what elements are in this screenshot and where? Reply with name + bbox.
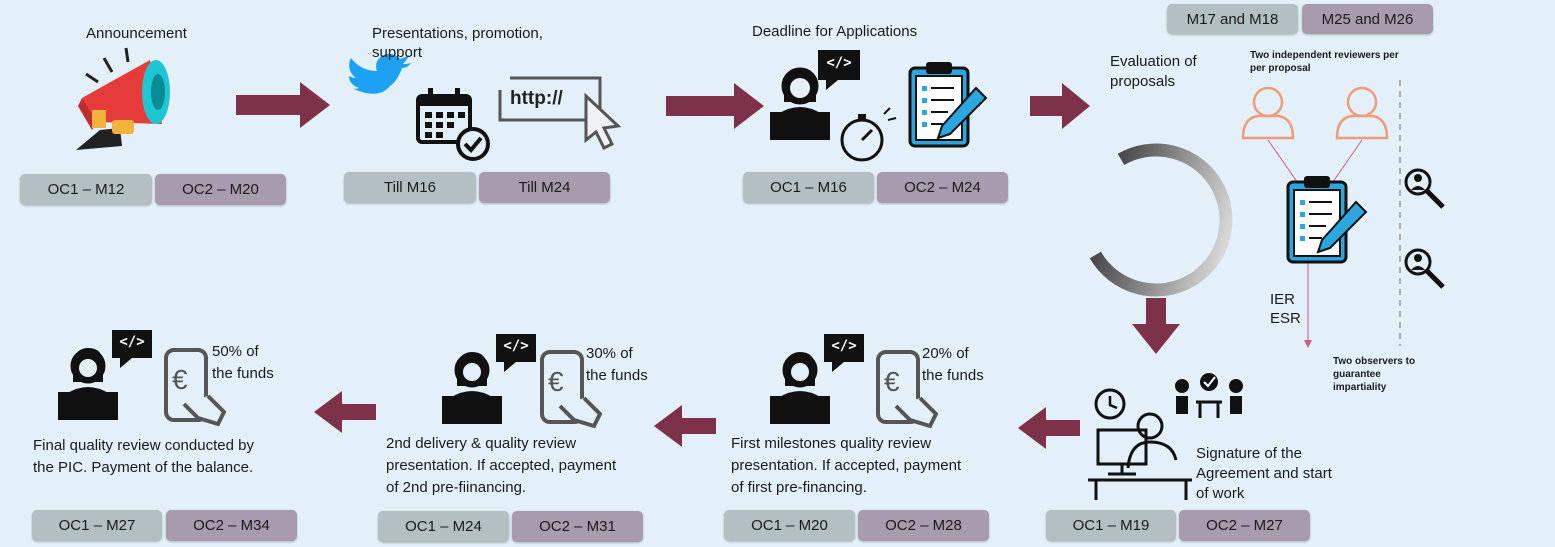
- funds-pct-second: 30% of: [586, 345, 633, 362]
- badge-final-oc2: OC2 – M34: [166, 510, 297, 541]
- flow-arrow-3: [1030, 83, 1090, 129]
- final-line1: Final quality review conducted by: [33, 437, 254, 454]
- calendar-check-icon: [416, 88, 490, 161]
- badge-evaluation-1: M17 and M18: [1167, 4, 1298, 34]
- signature-line3: of work: [1196, 485, 1245, 502]
- euro-hand-icon: [540, 350, 603, 429]
- person-laptop-icon: [442, 334, 536, 424]
- funds-pct-first: 20% of: [922, 345, 969, 362]
- badge-deadline-oc1: OC1 – M16: [743, 172, 874, 203]
- flow-arrow-down: [1132, 298, 1180, 354]
- final-line2: the PIC. Payment of the balance.: [33, 459, 254, 476]
- review-clipboard-icon: [1286, 176, 1368, 264]
- evaluation-label-line2: proposals: [1110, 73, 1176, 90]
- code-icon: </>: [119, 334, 145, 350]
- badge-final-oc1: OC1 – M27: [32, 510, 162, 541]
- signature-line2: Agreement and start: [1196, 465, 1332, 482]
- person-laptop-icon: [770, 334, 864, 424]
- badge-signature-oc1: OC1 – M19: [1046, 510, 1176, 541]
- code-icon: </>: [831, 338, 857, 354]
- stopwatch-icon: [840, 107, 897, 162]
- desk-worker-icon: [1088, 412, 1192, 500]
- magnifier-icon: [1404, 168, 1445, 209]
- flow-arrow-2: [666, 83, 764, 129]
- deadline-label: Deadline for Applications: [752, 23, 918, 40]
- observers-note-line1: Two observers to: [1333, 356, 1416, 367]
- presentations-label-line1: Presentations, promotion,: [372, 25, 543, 42]
- signature-line1: Signature of the: [1196, 445, 1302, 462]
- person-laptop-icon: [58, 330, 152, 420]
- reviewers-note-line1: Two independent reviewers per: [1250, 50, 1399, 61]
- meeting-icon: [1175, 373, 1243, 418]
- connector-lines: [1267, 139, 1363, 340]
- first-milestones-line3: of first pre-financing.: [731, 479, 867, 496]
- magnifier-icon: [1404, 248, 1445, 289]
- funds-pct-final: 50% of: [212, 343, 259, 360]
- flow-arrow-1: [236, 82, 330, 128]
- flow-arrow-5: [654, 405, 716, 447]
- code-icon: </>: [826, 55, 852, 71]
- progress-ring-icon: [1089, 143, 1233, 297]
- badge-announcement-oc2: OC2 – M20: [155, 174, 286, 205]
- arrowhead-icon: [1304, 340, 1312, 348]
- esr-label: ESR: [1270, 310, 1301, 327]
- second-delivery-line2: presentation. If accepted, payment: [386, 457, 617, 474]
- euro-hand-icon: [164, 348, 227, 427]
- badge-second-oc2: OC2 – M31: [512, 511, 643, 542]
- euro-icon: €: [548, 366, 564, 397]
- badge-presentations-1: Till M16: [344, 172, 476, 203]
- observers-note-line2: guarantee: [1333, 369, 1381, 380]
- url-text: http://: [510, 88, 563, 109]
- badge-evaluation-2: M25 and M26: [1302, 4, 1433, 34]
- observers-note-line3: impartiality: [1333, 382, 1387, 393]
- euro-hand-icon: [876, 350, 939, 429]
- flow-arrow-6: [314, 391, 376, 433]
- first-milestones-line2: presentation. If accepted, payment: [731, 457, 962, 474]
- second-delivery-line1: 2nd delivery & quality review: [386, 435, 577, 452]
- funds-txt-first: the funds: [922, 367, 984, 384]
- second-delivery-line3: of 2nd pre-fiinancing.: [386, 479, 527, 496]
- person-laptop-icon: [770, 50, 860, 140]
- badge-first-oc2: OC2 – M28: [858, 510, 989, 541]
- ier-label: IER: [1270, 291, 1296, 308]
- code-icon: </>: [503, 338, 529, 354]
- evaluation-label-line1: Evaluation of: [1110, 53, 1197, 70]
- funds-txt-final: the funds: [212, 365, 274, 382]
- reviewer-icon: [1241, 86, 1295, 140]
- funds-txt-second: the funds: [586, 367, 648, 384]
- badge-second-oc1: OC1 – M24: [378, 511, 509, 542]
- clock-icon: [1094, 388, 1126, 420]
- badge-first-oc1: OC1 – M20: [724, 510, 855, 541]
- reviewer-icon: [1335, 86, 1389, 140]
- badge-presentations-2: Till M24: [479, 172, 610, 203]
- flow-arrow-4: [1018, 407, 1080, 449]
- badge-announcement-oc1: OC1 – M12: [20, 174, 152, 205]
- euro-icon: €: [172, 364, 188, 395]
- first-milestones-line1: First milestones quality review: [731, 435, 932, 452]
- clipboard-icon: [908, 62, 988, 148]
- badge-signature-oc2: OC2 – M27: [1179, 510, 1310, 541]
- twitter-icon: [349, 53, 411, 94]
- reviewers-note-line2: per proposal: [1250, 63, 1311, 74]
- url-bar-icon: [498, 76, 622, 151]
- badge-deadline-oc2: OC2 – M24: [877, 172, 1008, 203]
- announcement-label: Announcement: [86, 25, 187, 42]
- presentations-label-line2: support: [372, 44, 423, 61]
- megaphone-icon: [76, 47, 170, 150]
- euro-icon: €: [884, 366, 900, 397]
